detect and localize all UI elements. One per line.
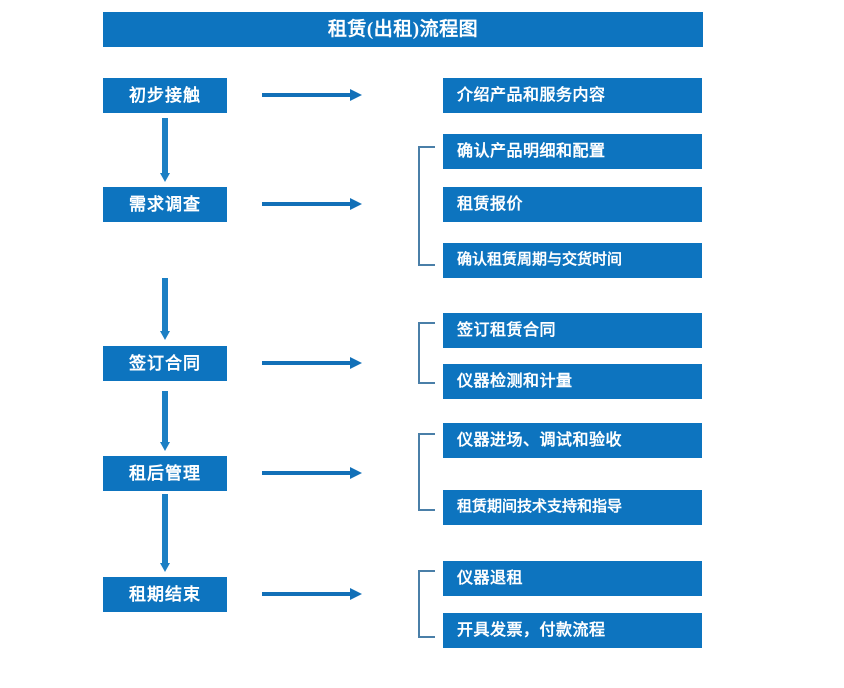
arrow-head [350, 89, 362, 101]
bracket-group-aftercare [418, 433, 435, 511]
arrow-head [350, 198, 362, 210]
flow-arrow-down-icon [160, 494, 170, 572]
arrow-shaft [162, 391, 168, 442]
stage-box[interactable]: 初步接触 [103, 78, 227, 113]
flow-arrow-down-icon [160, 118, 170, 182]
arrow-head [350, 357, 362, 369]
arrow-head [350, 467, 362, 479]
detail-box[interactable]: 开具发票，付款流程 [443, 613, 702, 648]
arrow-shaft [262, 592, 352, 596]
detail-box[interactable]: 签订租赁合同 [443, 313, 702, 348]
detail-box[interactable]: 确认产品明细和配置 [443, 134, 702, 169]
flow-arrow-down-icon [160, 278, 170, 340]
arrow-shaft [262, 202, 352, 206]
arrow-shaft [262, 93, 352, 97]
bracket-group-contract [418, 322, 435, 384]
flow-arrow-right-icon [262, 89, 362, 101]
flow-arrow-right-icon [262, 588, 362, 600]
bracket-group-demand [418, 146, 435, 266]
arrow-head [160, 173, 170, 182]
arrow-shaft [262, 471, 352, 475]
page-title: 租赁(出租)流程图 [103, 12, 703, 47]
stage-box[interactable]: 需求调查 [103, 187, 227, 222]
detail-box[interactable]: 介绍产品和服务内容 [443, 78, 702, 113]
stage-box[interactable]: 签订合同 [103, 346, 227, 381]
arrow-head [160, 442, 170, 451]
detail-box[interactable]: 仪器退租 [443, 561, 702, 596]
detail-box[interactable]: 确认租赁周期与交货时间 [443, 243, 702, 278]
detail-box[interactable]: 仪器检测和计量 [443, 364, 702, 399]
detail-box[interactable]: 仪器进场、调试和验收 [443, 423, 702, 458]
arrow-shaft [162, 118, 168, 173]
arrow-shaft [162, 494, 168, 563]
detail-box[interactable]: 租赁报价 [443, 187, 702, 222]
bracket-group-end [418, 570, 435, 638]
arrow-head [350, 588, 362, 600]
stage-box[interactable]: 租后管理 [103, 456, 227, 491]
flow-arrow-right-icon [262, 467, 362, 479]
arrow-shaft [162, 278, 168, 331]
stage-box[interactable]: 租期结束 [103, 577, 227, 612]
arrow-head [160, 331, 170, 340]
flow-arrow-right-icon [262, 357, 362, 369]
arrow-head [160, 563, 170, 572]
flow-arrow-right-icon [262, 198, 362, 210]
detail-box[interactable]: 租赁期间技术支持和指导 [443, 490, 702, 525]
flow-arrow-down-icon [160, 391, 170, 451]
arrow-shaft [262, 361, 352, 365]
